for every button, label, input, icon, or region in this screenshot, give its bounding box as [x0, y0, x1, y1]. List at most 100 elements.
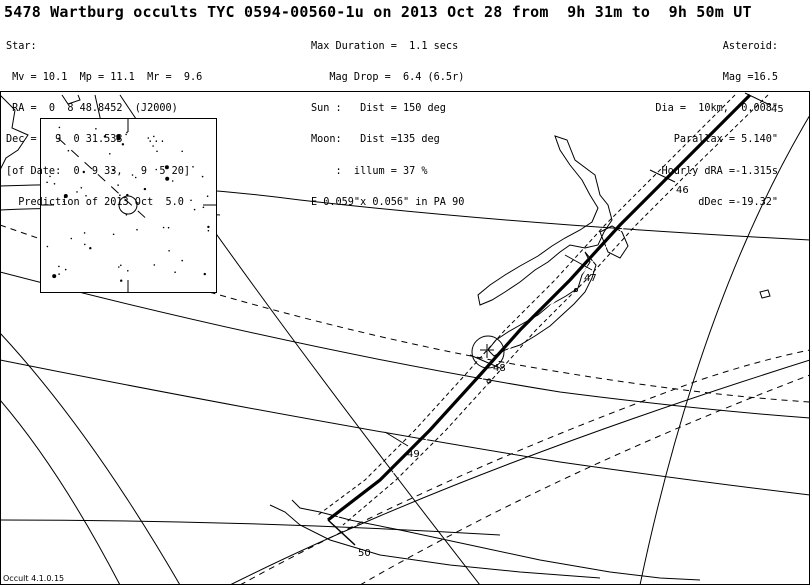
event-line: Max Duration = 1.1 secs — [311, 40, 459, 52]
field-star — [134, 176, 137, 179]
field-star — [46, 245, 49, 248]
graticule — [0, 94, 810, 585]
field-star — [162, 226, 165, 229]
field-star — [53, 183, 56, 185]
field-star — [52, 274, 57, 279]
field-star — [112, 233, 115, 236]
field-star — [121, 143, 125, 146]
path-limit-west — [317, 94, 736, 516]
field-star — [112, 168, 115, 172]
field-star — [120, 279, 123, 282]
field-star — [70, 237, 73, 240]
tick-mark-49 — [384, 431, 409, 447]
field-star — [165, 176, 170, 181]
field-star — [126, 193, 129, 197]
map-title: 5478 Wartburg occults TYC 0594-00560-1u … — [4, 3, 752, 21]
field-star — [58, 134, 61, 136]
field-star — [155, 168, 157, 171]
time-tick-46: 46 — [676, 185, 689, 196]
field-star — [164, 165, 169, 170]
field-star — [167, 226, 170, 229]
dashed-curve — [359, 374, 810, 585]
field-star — [156, 150, 158, 153]
time-tick-50: 50 — [358, 548, 371, 559]
field-star — [82, 170, 86, 174]
field-star — [95, 128, 97, 130]
field-star — [193, 208, 196, 211]
field-star — [118, 266, 120, 268]
inset-reticle — [41, 119, 216, 292]
asteroid-line: Asteroid: — [722, 40, 778, 52]
field-star — [49, 175, 51, 178]
dashed-curve — [239, 349, 810, 585]
longitude-line — [639, 114, 810, 585]
star-line: [of Date: 0 9 33, 9 5 20] — [6, 165, 191, 177]
time-tick-49: 49 — [407, 449, 420, 460]
field-star — [85, 195, 87, 197]
shadow-path — [317, 93, 769, 546]
field-star — [84, 243, 86, 246]
path-centre-line — [327, 93, 752, 522]
field-star — [120, 264, 122, 267]
asteroid-line: dDec =-19.32" — [698, 196, 778, 208]
time-tick-48: 48 — [493, 363, 506, 374]
latitude-line — [0, 519, 501, 536]
field-star — [136, 228, 138, 231]
field-star — [117, 184, 119, 186]
event-line: Mag Drop = 6.4 (6.5r) — [311, 72, 465, 84]
star-line: RA = 0 8 48.8452 (J2000) — [6, 103, 178, 115]
field-star — [131, 174, 134, 176]
asteroid-details: Asteroid: Mag =16.5 Dia = 10km, 0.008" P… — [655, 21, 778, 219]
event-line: Moon: Dist =135 deg — [311, 134, 440, 146]
coastline — [0, 94, 771, 581]
field-star — [116, 134, 121, 139]
observer-circle — [471, 335, 505, 369]
field-star — [207, 225, 210, 229]
field-star — [125, 133, 127, 136]
field-star — [89, 247, 92, 250]
small-island — [574, 288, 578, 292]
island-group — [599, 225, 629, 259]
asteroid-line: Mag =16.5 — [722, 72, 778, 84]
dashed-curves — [0, 224, 810, 585]
north-island — [477, 135, 613, 306]
field-star — [58, 273, 60, 275]
field-star — [207, 229, 210, 232]
field-star — [126, 131, 128, 134]
path-end-marker — [327, 519, 356, 546]
field-star — [192, 166, 194, 168]
field-star — [109, 153, 111, 155]
star-line: Star: — [6, 40, 37, 52]
star-line: Mv = 10.1 Mp = 11.1 Mr = 9.6 — [6, 72, 203, 84]
field-star — [67, 149, 70, 152]
field-star — [201, 175, 204, 178]
field-star — [202, 206, 205, 209]
star-details: Star: Mv = 10.1 Mp = 11.1 Mr = 9.6 RA = … — [6, 21, 202, 219]
field-star — [64, 268, 67, 271]
field-star — [127, 270, 129, 272]
field-star — [174, 271, 176, 274]
path-centre-gap — [332, 95, 756, 522]
field-star — [103, 135, 107, 138]
tick-mark-45 — [744, 92, 771, 106]
field-star — [190, 199, 192, 202]
longitude-line — [0, 399, 121, 585]
field-star — [206, 195, 209, 197]
field-star — [152, 145, 154, 147]
field-star — [125, 214, 128, 216]
asteroid-line: Parallax = 5.140" — [673, 134, 778, 146]
inset-frame — [40, 118, 217, 293]
coastline-segment — [61, 94, 81, 105]
star-line: Prediction of 2013 Oct 5.0 — [6, 196, 184, 208]
longitude-line — [0, 332, 181, 585]
field-star — [63, 194, 68, 198]
field-star — [58, 265, 60, 268]
event-details: Max Duration = 1.1 secs Mag Drop = 6.4 (… — [311, 21, 464, 219]
field-star — [46, 181, 48, 184]
field-star — [76, 191, 78, 193]
small-island — [759, 289, 771, 299]
antarctic-coast — [291, 499, 701, 581]
event-line: Sun : Dist = 150 deg — [311, 103, 446, 115]
time-tick-marks — [384, 92, 771, 447]
